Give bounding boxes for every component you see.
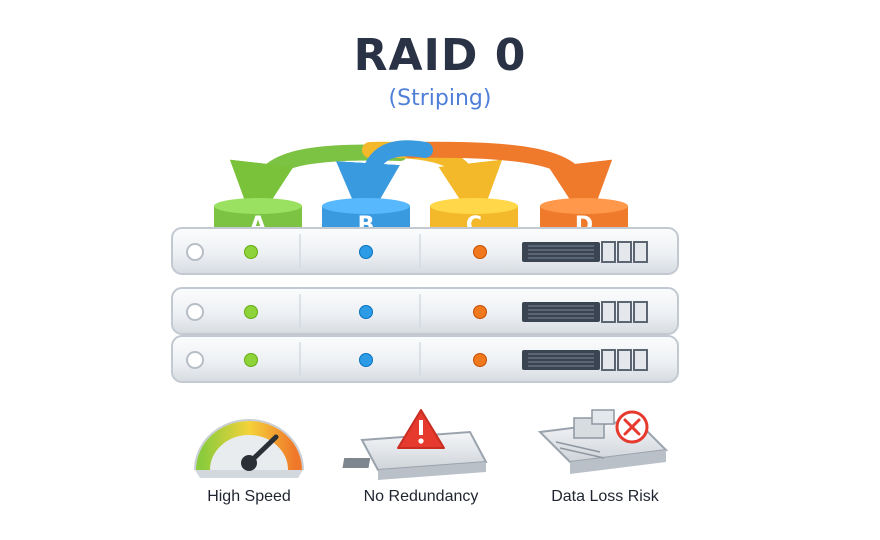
warning-drive-icon <box>342 409 488 480</box>
drive-bay <box>522 241 648 263</box>
power-button <box>186 243 204 261</box>
speedometer-icon <box>194 419 304 478</box>
broken-drive-icon <box>537 409 669 474</box>
status-led <box>473 305 487 319</box>
status-led <box>473 245 487 259</box>
arrow-to-disk-d <box>402 141 613 227</box>
server-stack <box>171 227 679 383</box>
server-unit <box>171 227 679 275</box>
feature-label-data-loss-risk: Data Loss Risk <box>551 488 659 505</box>
arrow-to-disk-b <box>336 140 433 227</box>
power-button <box>186 303 204 321</box>
status-led <box>359 245 373 259</box>
server-unit <box>171 335 679 383</box>
status-led <box>359 305 373 319</box>
status-led <box>244 353 258 367</box>
server-unit <box>171 287 679 335</box>
drive-bay <box>522 301 648 323</box>
page-title: RAID 0 <box>353 30 527 81</box>
status-led <box>244 245 258 259</box>
striping-arrows <box>229 140 613 227</box>
page-subtitle: (Striping) <box>388 86 492 111</box>
status-led <box>473 353 487 367</box>
power-button <box>186 351 204 369</box>
status-led <box>359 353 373 367</box>
drive-bay <box>522 349 648 371</box>
feature-label-no-redundancy: No Redundancy <box>363 488 479 505</box>
status-led <box>244 305 258 319</box>
feature-label-high-speed: High Speed <box>207 488 291 505</box>
